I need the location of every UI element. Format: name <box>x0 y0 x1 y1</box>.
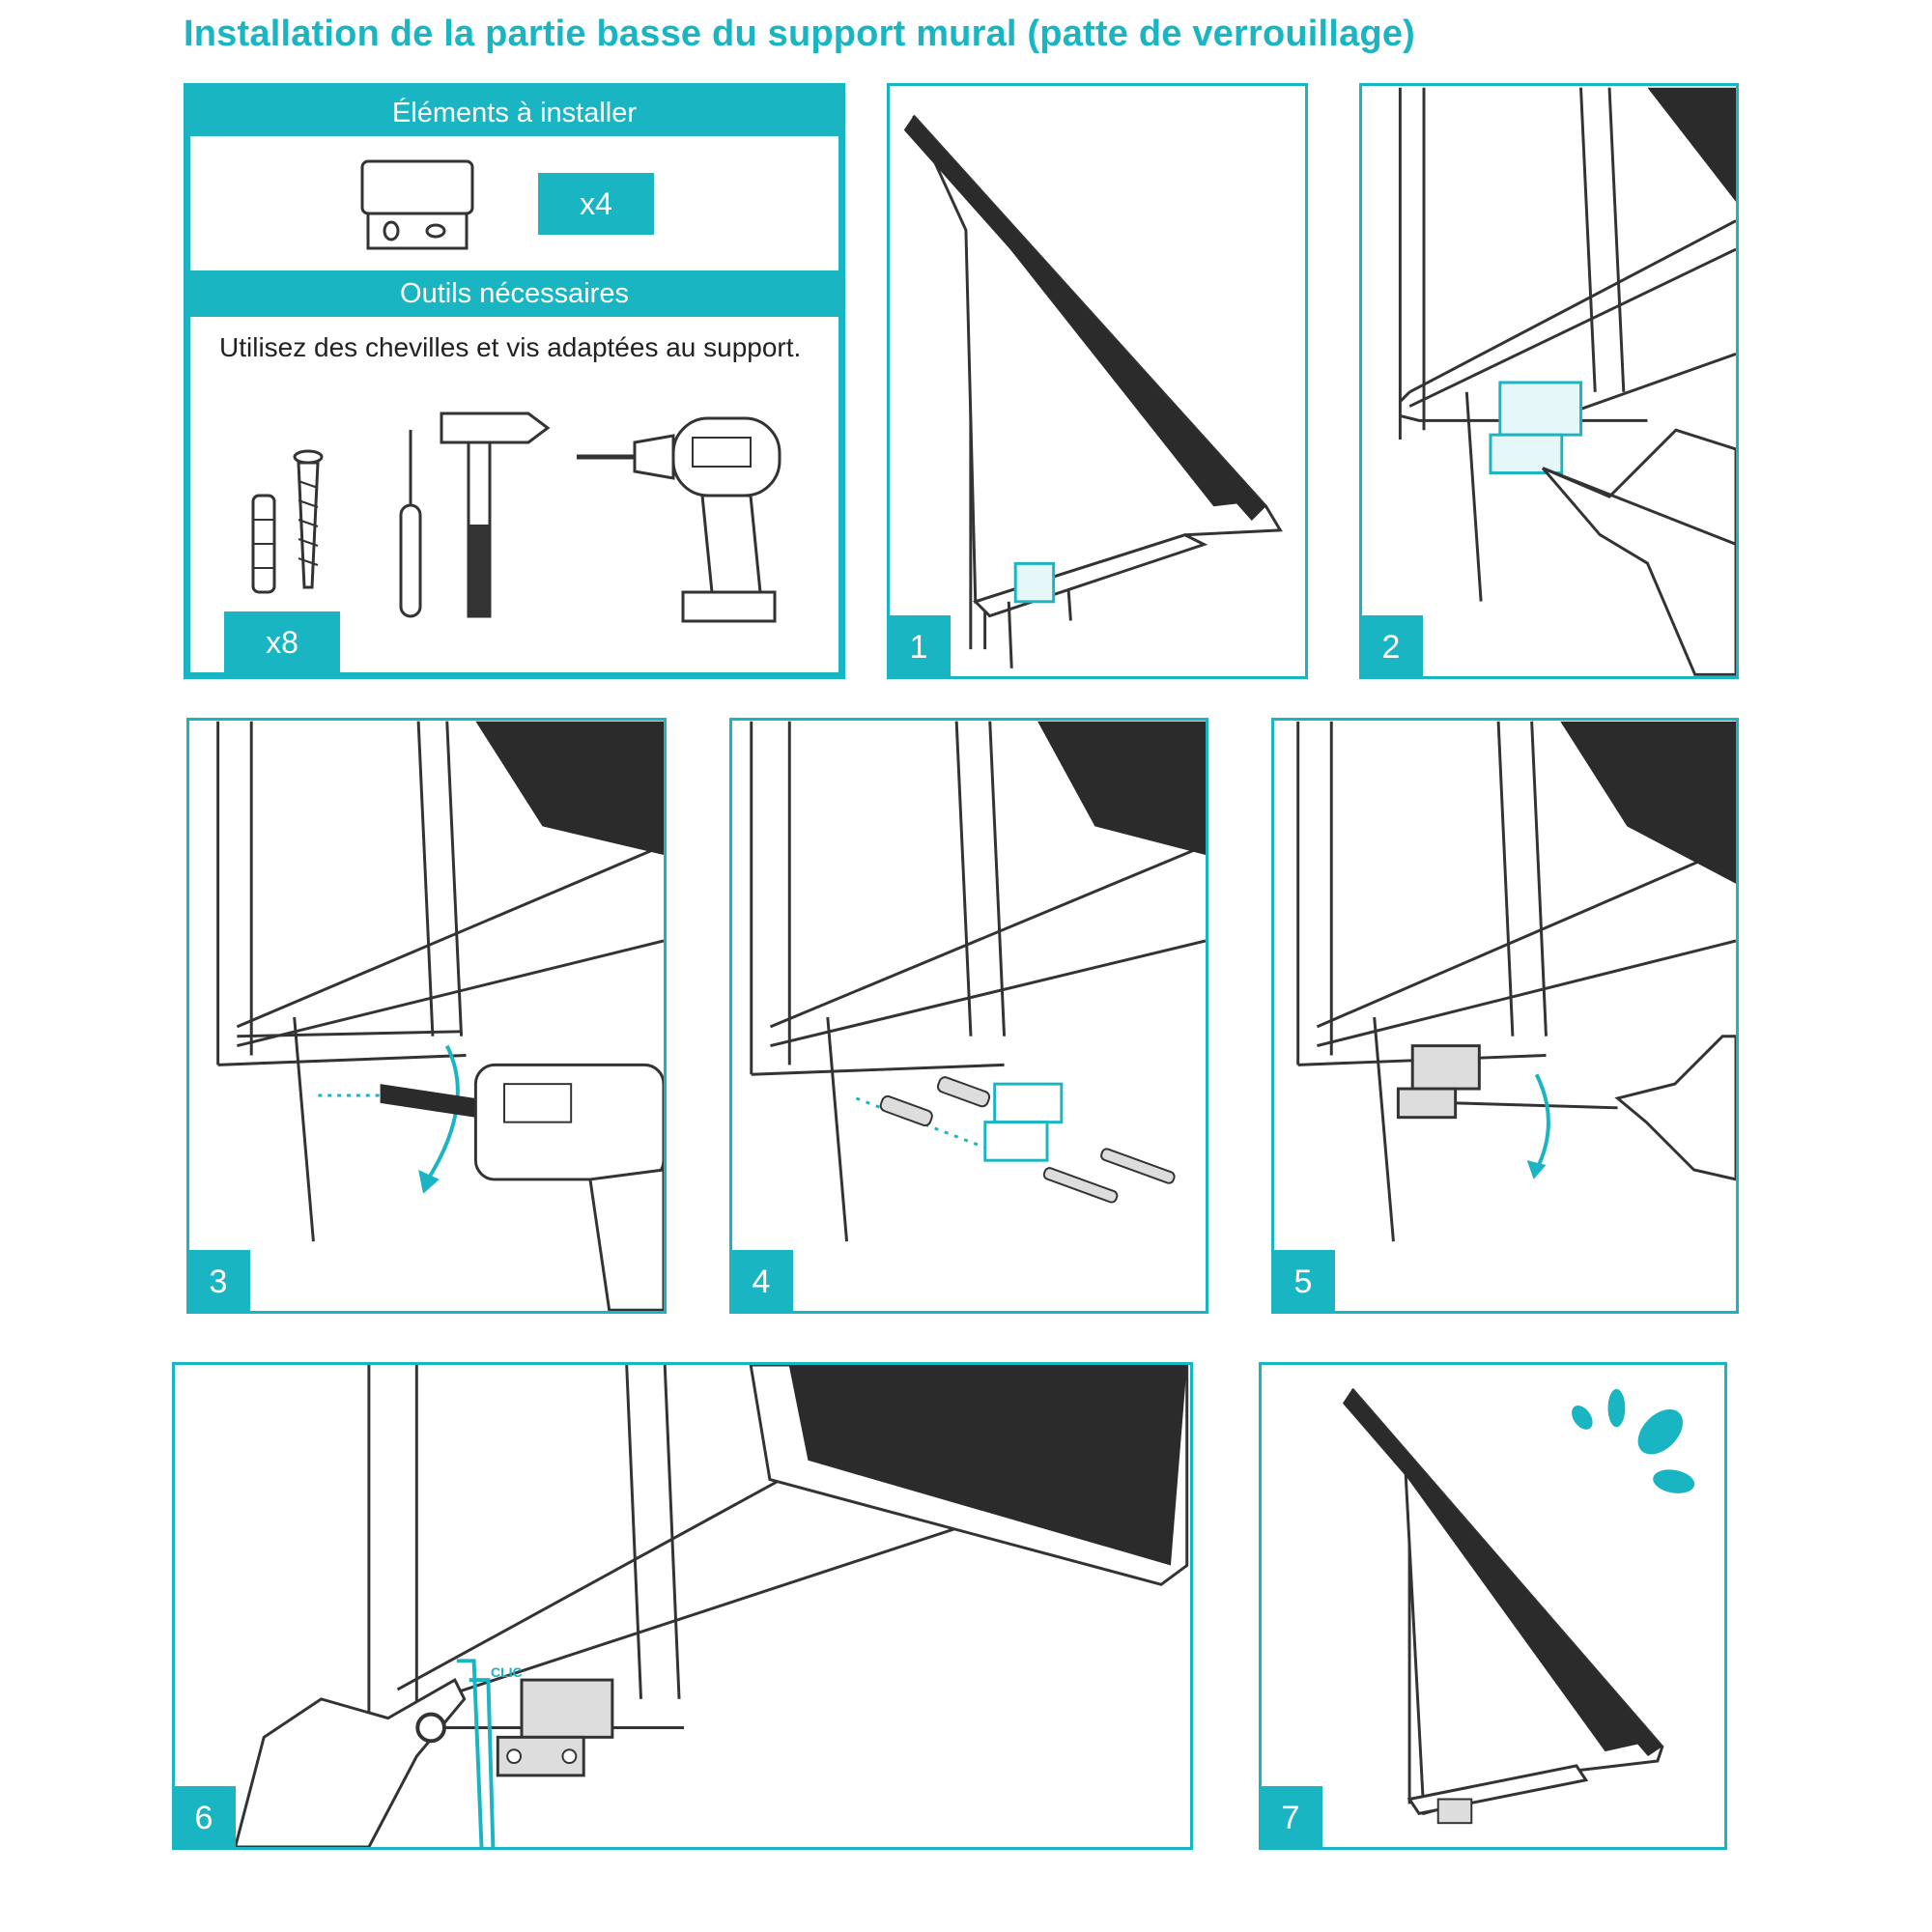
items-header: Éléments à installer <box>190 90 838 136</box>
step-5-panel: 5 <box>1271 718 1739 1314</box>
screwing-illustration <box>1296 721 1736 1242</box>
click-label: CLIC <box>491 1664 523 1680</box>
installed-panel-illustration <box>1342 1387 1695 1825</box>
plugs-and-screws-illustration <box>750 721 1206 1242</box>
drilling-illustration <box>216 721 664 1311</box>
hammer-icon <box>440 412 551 618</box>
success-sparkle-icon <box>1572 1388 1695 1493</box>
step-4-number: 4 <box>732 1250 793 1311</box>
step-6-number: 6 <box>175 1786 236 1847</box>
solar-panel-illustration <box>903 114 1283 668</box>
tools-header: Outils nécessaires <box>190 270 838 317</box>
cable-cutting-illustration <box>234 1365 1189 1847</box>
step-4-panel: 4 <box>729 718 1208 1314</box>
items-quantity-badge: x4 <box>538 173 654 235</box>
screwdriver-icon <box>399 430 422 618</box>
step-2-number: 2 <box>1362 615 1423 676</box>
step-2-panel: 2 <box>1359 83 1739 679</box>
step-6-panel: CLIC 6 <box>172 1362 1193 1850</box>
bracket-icon <box>360 159 474 250</box>
info-box: Éléments à installer x4 Outils nécessair… <box>184 83 845 679</box>
step-7-panel: 7 <box>1259 1362 1727 1850</box>
step-3-panel: 3 <box>186 718 667 1314</box>
step-3-number: 3 <box>189 1250 250 1311</box>
step-1-panel: 1 <box>887 83 1308 679</box>
page-title: Installation de la partie basse du suppo… <box>184 14 1416 54</box>
step-5-number: 5 <box>1274 1250 1335 1311</box>
tools-illustration <box>251 412 781 623</box>
bracket-marking-illustration <box>1398 87 1736 676</box>
screw-icon <box>293 449 324 589</box>
wall-plug-icon <box>251 494 276 594</box>
tools-note: Utilisez des chevilles et vis adaptées a… <box>219 332 802 362</box>
step-7-number: 7 <box>1262 1786 1322 1847</box>
screws-quantity-badge: x8 <box>224 611 340 673</box>
step-1-number: 1 <box>890 615 951 676</box>
drill-icon <box>577 416 781 623</box>
